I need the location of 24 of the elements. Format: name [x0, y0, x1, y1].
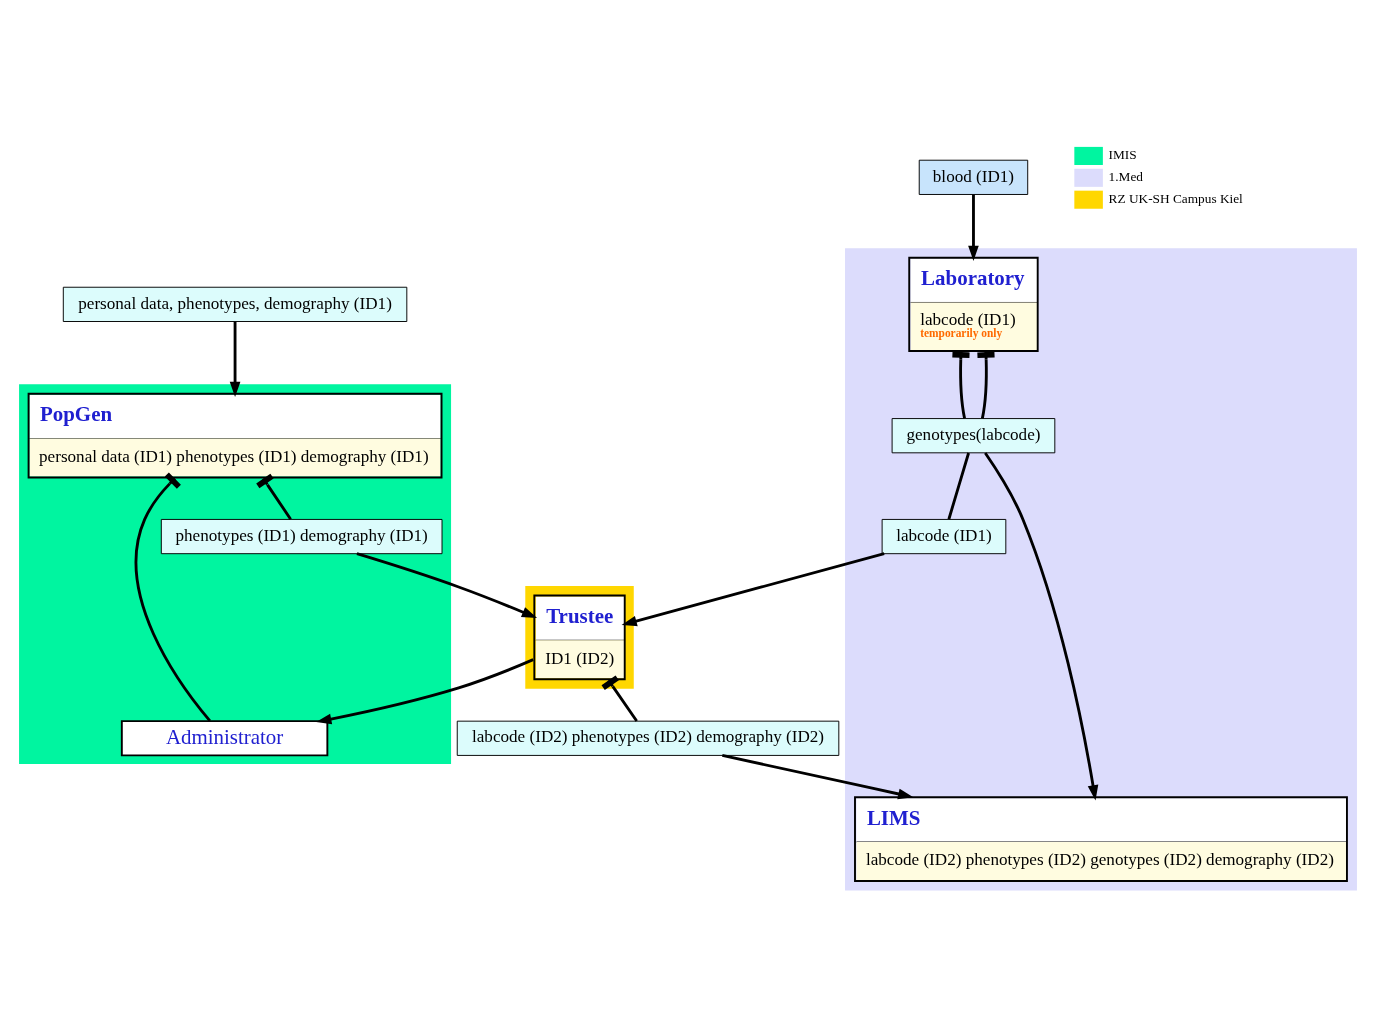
arrow: [984, 452, 1099, 801]
node-box: blood (ID1): [918, 159, 1029, 195]
cluster: [845, 248, 1357, 891]
arrow: [621, 552, 885, 627]
node-box: genotypes(labcode): [891, 418, 1056, 454]
connector: [601, 675, 638, 722]
arrow: [968, 194, 979, 261]
arrow: [722, 754, 914, 800]
connector: [256, 473, 292, 520]
node-box: labcode (ID2) phenotypes (ID2) demography (ID2): [456, 720, 840, 756]
node-box: phenotypes (ID1) demography (ID1): [160, 518, 443, 555]
node-box: Administrator: [120, 720, 329, 757]
connector: [947, 452, 970, 520]
arrow: [356, 552, 538, 619]
legend-label: RZ UK-SH Campus Kiel: [1108, 191, 1243, 207]
legend-label: 1.Med: [1108, 169, 1143, 185]
connector: [134, 472, 211, 722]
node-box: personal data, phenotypes, demography (ID1): [62, 286, 408, 322]
connector: [952, 351, 970, 419]
cluster: [19, 384, 452, 764]
node-box: labcode (ID1): [881, 518, 1007, 555]
arrow: [316, 658, 534, 725]
arrow: [229, 321, 241, 397]
legend-label: IMIS: [1108, 147, 1137, 163]
